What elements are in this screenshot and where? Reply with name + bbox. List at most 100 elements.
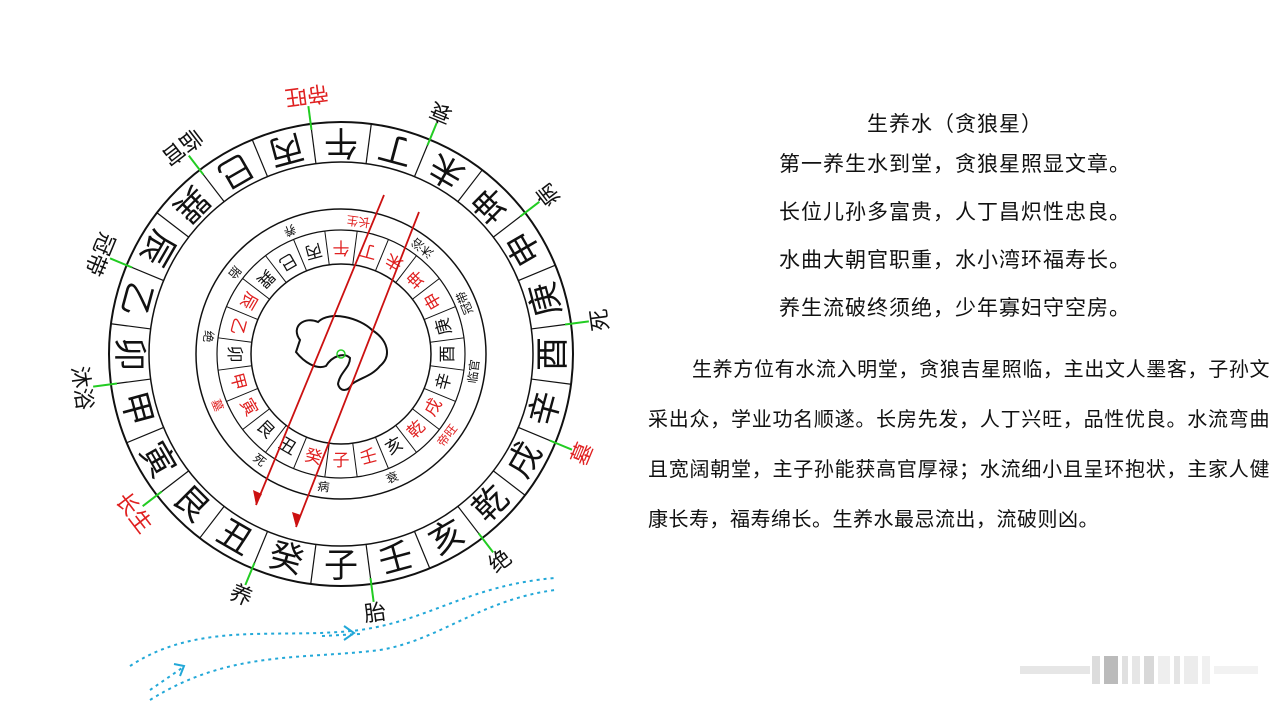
outer-phase-label: 病 [532,178,565,211]
sector-tick [519,201,540,218]
outer-mountain-char: 巳 [210,145,259,197]
outer-mountain-char: 乙 [113,278,160,321]
ring-circle [148,161,534,547]
outer-divider [492,470,526,496]
outer-divider [251,139,269,177]
inner-mountain-char: 丑 [275,434,300,460]
inner-mountain-char: 乾 [404,417,430,443]
ring-circle [108,121,574,587]
outer-mountain-char: 辛 [522,387,569,430]
sector-tick [477,532,494,553]
inner-mountain-char: 戌 [421,395,447,420]
sector-tick [93,382,118,388]
outer-mountain-char: 癸 [265,535,308,582]
inner-mountain-char: 癸 [303,445,325,469]
outer-mountain-char: 午 [324,122,358,162]
inner-mountain-char: 庚 [432,316,456,338]
outer-mountain-char: 丑 [210,512,259,564]
watermark-barcode [1020,656,1258,684]
inner-phase-label: 临官 [464,359,482,385]
outer-mountain-char: 坤 [465,178,517,230]
inner-mountain-char: 丙 [303,239,325,263]
outer-divider [126,264,164,282]
inner-divider [265,255,287,283]
outer-mountain-char: 未 [422,145,471,197]
sector-tick [426,122,438,146]
commentary-paragraph: 生养方位有水流入明堂，贪狼吉星照临，主出文人墨客，子孙文采出众，学业功名顺遂。长… [648,357,1270,531]
inner-divider [226,387,259,402]
poem-line: 水曲大朝官职重，水小湾环福寿长。 [779,248,1131,272]
outer-mountain-char: 巽 [165,178,217,230]
inner-phase-label: 墓 [208,397,226,413]
inner-divider [395,425,417,453]
green-sector-ticks [93,106,589,602]
poem-line: 养生流破终须绝，少年寡妇守空房。 [779,296,1131,320]
outer-mountain-char: 戌 [499,435,551,484]
sector-tick [564,320,589,326]
inner-divider [430,337,465,343]
outer-phase-label: 沐浴 [66,365,97,412]
outer-divider [518,264,556,282]
inner-mountain-char: 辛 [432,371,456,393]
outer-phase-label: 绝 [484,545,517,578]
outer-divider [199,169,225,203]
inner-divider [412,278,440,300]
sector-tick [142,490,163,507]
sector-tick [307,106,313,131]
inner-phase-label: 死 [250,451,268,469]
outer-phase-label: 养 [226,580,256,612]
text-panel: 生养水（贪狼星） 第一养生水到堂，贪狼星照显文章。 长位儿孙多富贵，人丁昌炽性忠… [640,108,1270,544]
outer-divider [126,426,164,444]
inner-divider [242,278,270,300]
outer-mountain-char: 甲 [113,387,160,430]
inner-mountain-char: 午 [333,237,350,257]
outer-phase-label: 长生 [110,488,157,538]
ring-circle [250,263,432,445]
inner-divider [395,255,417,283]
sector-tick [244,562,256,586]
inner-divider [374,239,389,272]
poem-title: 生养水（贪狼星） [867,112,1043,136]
inner-mountain-char: 甲 [226,371,250,393]
inner-divider [293,239,308,272]
inner-mountain-char: 巽 [252,265,278,291]
outer-phase-label: 衰 [426,96,456,128]
inner-divider [352,230,358,265]
outer-divider [110,378,151,385]
inner-mountain-char: 辰 [235,288,261,313]
water-arrowheads [173,625,356,677]
outer-mountain-char: 寅 [132,435,184,484]
ring-circle [216,229,466,479]
outer-divider [310,544,317,585]
outer-mountain-char: 壬 [374,535,417,582]
center-point [336,349,346,359]
inner-divider [265,425,287,453]
outer-divider [156,212,190,238]
inner-mountain-char: 酉 [438,346,458,363]
inner-divider [423,306,456,321]
inner-divider [217,365,252,371]
outer-mountain-char: 申 [499,223,551,272]
outer-divider [110,323,151,330]
outer-divider [365,544,372,585]
outer-divider [251,531,269,569]
poem-line: 第一养生水到堂，贪狼星照显文章。 [779,152,1131,176]
inner-phase-label: 沐浴 [409,235,437,261]
inner-phase-label: 帝旺 [434,421,461,449]
inner-mountain-ring: 子癸丑艮寅甲卯乙辰巽巳丙午丁未坤申庚酉辛戌乾亥壬 [224,237,458,471]
outer-mountain-ring: 子癸丑艮寅甲卯乙辰巽巳丙午丁未坤申庚酉辛戌乾亥壬 [109,122,573,586]
outer-mountain-char: 乾 [465,478,517,530]
compass-rings [108,121,574,587]
water-flow [129,577,556,701]
inner-divider [374,436,389,469]
inner-mountain-char: 寅 [235,395,261,420]
outer-phase-label: 帝旺 [283,79,330,110]
inner-phase-label: 病 [317,478,331,494]
outer-divider [531,378,572,385]
outer-divider [310,123,317,164]
outer-mountain-char: 子 [324,546,358,586]
inner-mountain-char: 坤 [404,265,430,291]
inner-divider [423,387,456,402]
inner-mountain-char: 申 [421,288,447,313]
inner-divider [430,365,465,371]
